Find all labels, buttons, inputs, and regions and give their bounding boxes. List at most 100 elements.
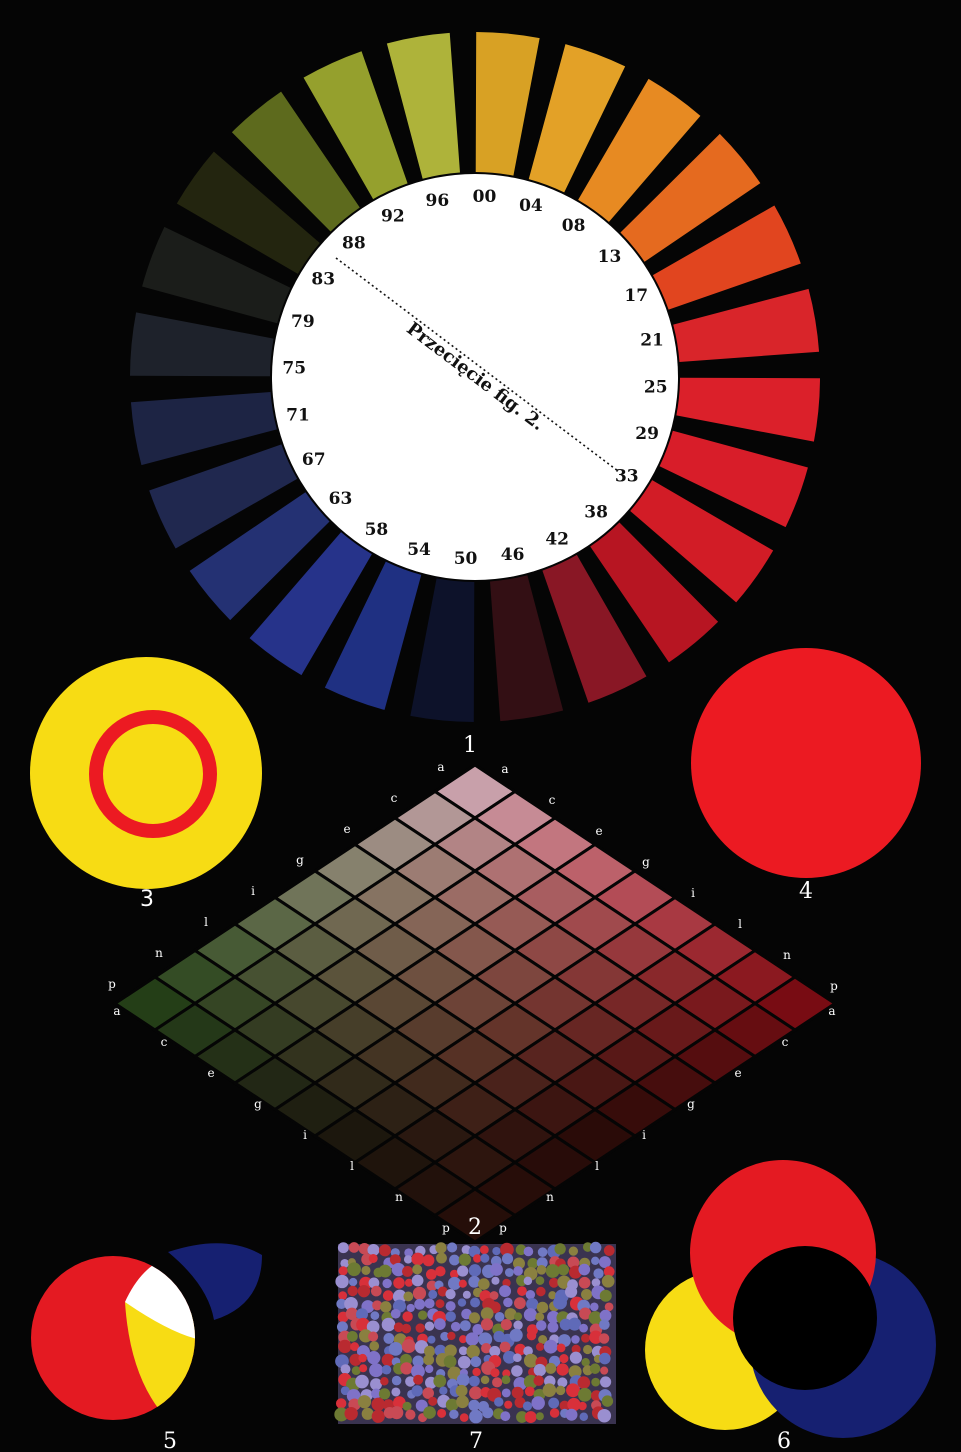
- mosaic-dot: [538, 1247, 548, 1257]
- mosaic-dot: [526, 1290, 535, 1299]
- mosaic-dot: [369, 1363, 383, 1377]
- wheel-number: 58: [365, 520, 389, 540]
- mosaic-dot: [558, 1264, 569, 1275]
- grid-letter: c: [782, 1035, 789, 1049]
- mosaic-dot: [426, 1269, 437, 1280]
- mosaic-dot: [566, 1383, 580, 1397]
- wheel-number: 88: [342, 233, 366, 253]
- mosaic-dot: [578, 1264, 590, 1276]
- mosaic-dot: [504, 1401, 512, 1409]
- mosaic-dot: [554, 1243, 565, 1254]
- wheel-number: 21: [640, 330, 664, 350]
- mosaic-dot: [478, 1278, 490, 1290]
- mosaic-dot: [379, 1244, 391, 1256]
- mosaic-dot: [372, 1410, 385, 1423]
- mosaic-dot: [566, 1409, 578, 1421]
- mosaic-dot: [591, 1257, 599, 1265]
- wheel-number: 92: [381, 207, 405, 227]
- mosaic-dot: [371, 1286, 382, 1297]
- grid-letter: e: [207, 1066, 214, 1080]
- grid-letter: g: [687, 1097, 695, 1111]
- mosaic-dot: [490, 1368, 499, 1377]
- mosaic-dot: [536, 1287, 546, 1297]
- grid-letter: p: [830, 979, 838, 993]
- mosaic-dot: [472, 1368, 480, 1376]
- mosaic-dot: [445, 1311, 456, 1322]
- mosaic-dot: [579, 1277, 591, 1289]
- mosaic-dot: [341, 1364, 351, 1374]
- mosaic-dot: [369, 1341, 379, 1351]
- mosaic-dot: [491, 1277, 499, 1285]
- mosaic-dot: [428, 1397, 437, 1406]
- mosaic-dot: [593, 1268, 603, 1278]
- mosaic-dot: [391, 1387, 400, 1396]
- wheel-number: 71: [286, 406, 310, 426]
- mosaic-dot: [466, 1332, 479, 1345]
- mosaic-dot: [602, 1395, 613, 1406]
- mosaic-dot: [345, 1407, 358, 1420]
- mosaic-dot: [581, 1358, 589, 1366]
- mosaic-dot: [569, 1246, 578, 1255]
- mosaic-dot: [514, 1312, 522, 1320]
- mosaic-dot: [405, 1409, 415, 1419]
- mosaic-dot: [447, 1242, 457, 1252]
- mosaic-dot: [536, 1320, 547, 1331]
- mosaic-dot: [449, 1410, 458, 1419]
- mosaic-dot: [500, 1342, 511, 1353]
- mosaic-dot: [599, 1353, 611, 1365]
- mosaic-dot: [458, 1356, 471, 1369]
- mosaic-dot: [525, 1386, 535, 1396]
- mosaic-dot: [470, 1297, 480, 1307]
- mosaic-dot: [583, 1345, 592, 1354]
- mosaic-dot: [459, 1280, 467, 1288]
- mosaic-dot: [459, 1253, 471, 1265]
- mosaic-dot: [436, 1299, 445, 1308]
- mosaic-dot: [358, 1395, 371, 1408]
- wheel-number: 29: [635, 424, 659, 444]
- mosaic-dot: [359, 1364, 367, 1372]
- mosaic-dot: [349, 1242, 360, 1253]
- grid-letter: l: [350, 1159, 354, 1173]
- figure-7-mosaic: [334, 1242, 616, 1424]
- mosaic-dot: [380, 1377, 388, 1385]
- grid-letter: e: [595, 824, 602, 838]
- mosaic-dot: [549, 1278, 559, 1288]
- mosaic-dot: [458, 1298, 466, 1306]
- mosaic-dot: [370, 1378, 382, 1390]
- grid-letter: a: [501, 762, 508, 776]
- mosaic-dot: [470, 1356, 481, 1367]
- mosaic-dot: [525, 1411, 537, 1423]
- mosaic-dot: [581, 1289, 592, 1300]
- mosaic-dot: [556, 1363, 568, 1375]
- mosaic-dot: [580, 1413, 589, 1422]
- mosaic-dot: [510, 1329, 523, 1342]
- mosaic-dot: [556, 1386, 566, 1396]
- mosaic-dot: [414, 1299, 425, 1310]
- mosaic-dot: [412, 1275, 424, 1287]
- grid-letter: a: [437, 760, 444, 774]
- wheel-number: 13: [598, 247, 622, 267]
- figure-4-label: 4: [799, 879, 813, 904]
- mosaic-dot: [367, 1351, 380, 1364]
- mosaic-dot: [335, 1275, 348, 1288]
- mosaic-dot: [602, 1275, 615, 1288]
- mosaic-dot: [337, 1321, 348, 1332]
- mosaic-dot: [505, 1268, 514, 1277]
- mosaic-dot: [590, 1363, 601, 1374]
- mosaic-dot: [591, 1378, 600, 1387]
- mosaic-dot: [446, 1301, 456, 1311]
- mosaic-dot: [425, 1365, 433, 1373]
- wheel-number: 54: [407, 540, 431, 560]
- mosaic-dot: [545, 1363, 556, 1374]
- mosaic-dot: [361, 1266, 370, 1275]
- mosaic-dot: [400, 1362, 412, 1374]
- mosaic-dot: [502, 1253, 513, 1264]
- mosaic-dot: [599, 1319, 610, 1330]
- mosaic-dot: [402, 1311, 412, 1321]
- mosaic-dot: [451, 1322, 461, 1332]
- wheel-number: 42: [545, 529, 569, 549]
- wheel-number: 04: [519, 196, 543, 216]
- mosaic-dot: [439, 1387, 447, 1395]
- mosaic-dot: [347, 1331, 358, 1342]
- mosaic-dot: [550, 1408, 560, 1418]
